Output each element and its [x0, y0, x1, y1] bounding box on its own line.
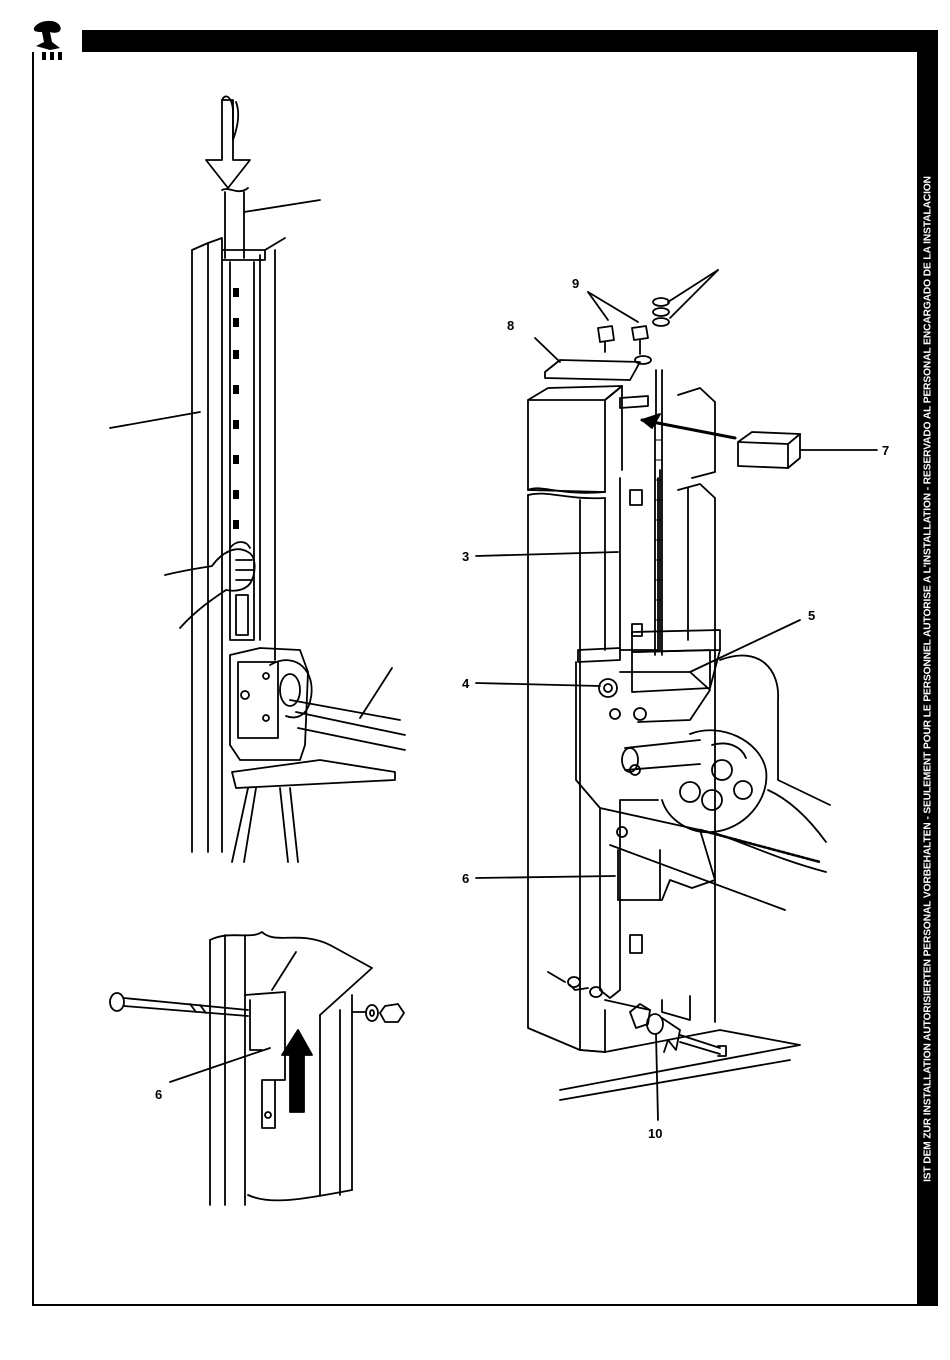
callout-9: 9: [572, 276, 579, 291]
callout-5: 5: [808, 608, 815, 623]
callout-10: 10: [648, 1126, 662, 1141]
figure-column-assembly: [476, 270, 877, 1120]
callout-8: 8: [507, 318, 514, 333]
callout-4: 4: [462, 676, 470, 691]
callout-3: 3: [462, 549, 469, 564]
callout-6-detail: 6: [155, 1087, 162, 1102]
callout-7: 7: [882, 443, 889, 458]
callout-6: 6: [462, 871, 469, 886]
figure-bolt-detail: [110, 932, 404, 1205]
figure-column-insertion: [110, 96, 405, 862]
